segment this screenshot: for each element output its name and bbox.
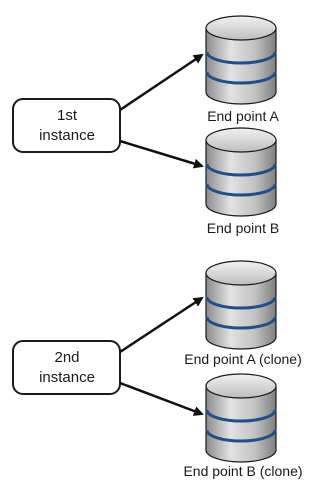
database-icon (205, 127, 277, 217)
database-icon (205, 373, 277, 463)
instance-1-label-line1: 1st (57, 107, 78, 124)
instance-2-label-line1: 2nd (54, 349, 79, 366)
arrow-2-to-endpoint-b-clone (119, 381, 204, 416)
instance-2-label-line2: instance (39, 369, 95, 386)
endpoint-b-label: End point B (207, 220, 279, 236)
arrow-2-to-endpoint-a-clone (119, 296, 204, 354)
instance-1-group: 1st instance End point A End point B (12, 15, 279, 236)
database-icon (205, 260, 277, 350)
arrow-1-to-endpoint-a (119, 53, 204, 112)
endpoint-a-label: End point A (207, 108, 279, 124)
endpoint-b-clone-label: End point B (clone) (183, 463, 302, 479)
endpoint-a-clone-label: End point A (clone) (184, 351, 302, 367)
arrow-1-to-endpoint-b (119, 139, 204, 169)
instance-1-box: 1st instance (12, 98, 121, 153)
database-icon (205, 15, 277, 105)
instance-1-label-line2: instance (39, 127, 95, 144)
instance-2-box: 2nd instance (12, 340, 121, 395)
instance-2-group: 2nd instance End point A (clone) End poi… (12, 260, 303, 479)
